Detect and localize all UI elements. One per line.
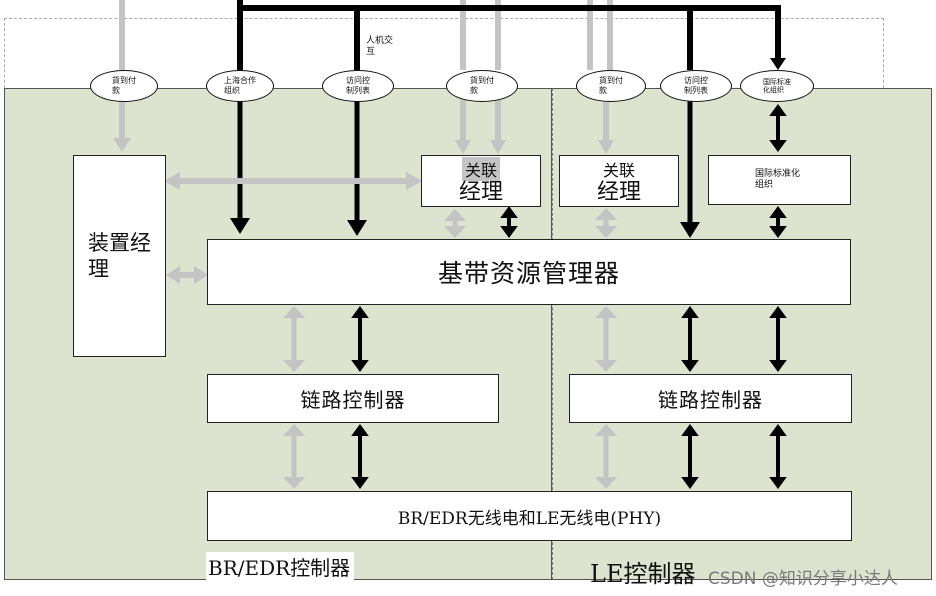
device-manager-box: 装置经 理 — [73, 155, 166, 357]
assoc-right-top-label: 关联 — [602, 161, 635, 180]
assoc-left-bottom-label: 经理 — [458, 180, 503, 205]
gray-dbl-link-phy-right — [595, 424, 617, 489]
association-manager-right: 关联 经理 — [559, 155, 679, 207]
oval-pay-3: 貨到付 款 — [576, 70, 646, 102]
oval-access-control-list-2: 访问控 制列表 — [660, 70, 732, 102]
black-dbl-link-phy-right-b — [769, 424, 787, 489]
hci-label: 人机交 互 — [366, 36, 394, 57]
link-controller-left: 链路控制器 — [207, 374, 499, 423]
device-manager-label: 装置经 理 — [88, 231, 151, 281]
le-controller-label: LE控制器 — [590, 560, 696, 588]
black-dbl-link-phy-right-a — [681, 424, 699, 489]
assoc-right-bottom-label: 经理 — [596, 180, 641, 205]
gray-dbl-link-phy-left — [283, 424, 305, 489]
gray-dbl-bb-link-right — [595, 306, 617, 372]
assoc-left-top-label: 关联 — [461, 157, 500, 181]
iso-box-label: 国际标准化 组织 — [755, 169, 801, 190]
link-controller-left-label: 链路控制器 — [300, 388, 406, 412]
iso-arrow-head — [770, 58, 786, 70]
link-controller-right: 链路控制器 — [569, 374, 852, 423]
gray-dbl-bb-link-left — [283, 306, 305, 372]
oval-pay-2: 貨到付 款 — [446, 70, 518, 102]
baseband-resource-manager: 基带资源管理器 — [207, 239, 851, 305]
black-dbl-iso-box — [769, 206, 787, 238]
association-manager-left: 关联 经理 — [421, 155, 541, 207]
br-edr-controller-label: BR/EDR控制器 — [206, 552, 355, 585]
watermark: CSDN @知识分享小达人 — [708, 569, 898, 589]
oval-shanghai-org: 上海合作 组织 — [206, 70, 274, 102]
black-dbl-assoc-left — [500, 206, 518, 238]
black-dbl-link-phy-left — [351, 424, 369, 489]
host-boundary — [4, 18, 884, 93]
phy-radio-box: BR/EDR无线电和LE无线电(PHY) — [207, 491, 852, 541]
oval-pay-1: 貨到付 款 — [90, 70, 158, 102]
gray-dbl-assoc-left — [444, 209, 466, 238]
phy-label: BR/EDR无线电和LE无线电(PHY) — [397, 508, 662, 529]
link-controller-right-label: 链路控制器 — [658, 388, 763, 412]
baseband-label: 基带资源管理器 — [437, 259, 620, 288]
gray-dbl-assoc-right — [595, 208, 617, 238]
iso-box: 国际标准化 组织 — [708, 155, 851, 205]
oval-access-control-list-1: 访问控 制列表 — [322, 70, 394, 102]
black-dbl-iso-oval — [769, 104, 787, 152]
black-dbl-bb-link-left — [351, 306, 369, 372]
oval-iso: 国际标准 化组织 — [740, 70, 814, 102]
black-dbl-bb-link-right-a — [681, 306, 699, 372]
black-dbl-bb-link-right-b — [769, 306, 787, 372]
black-bus — [237, 0, 781, 62]
